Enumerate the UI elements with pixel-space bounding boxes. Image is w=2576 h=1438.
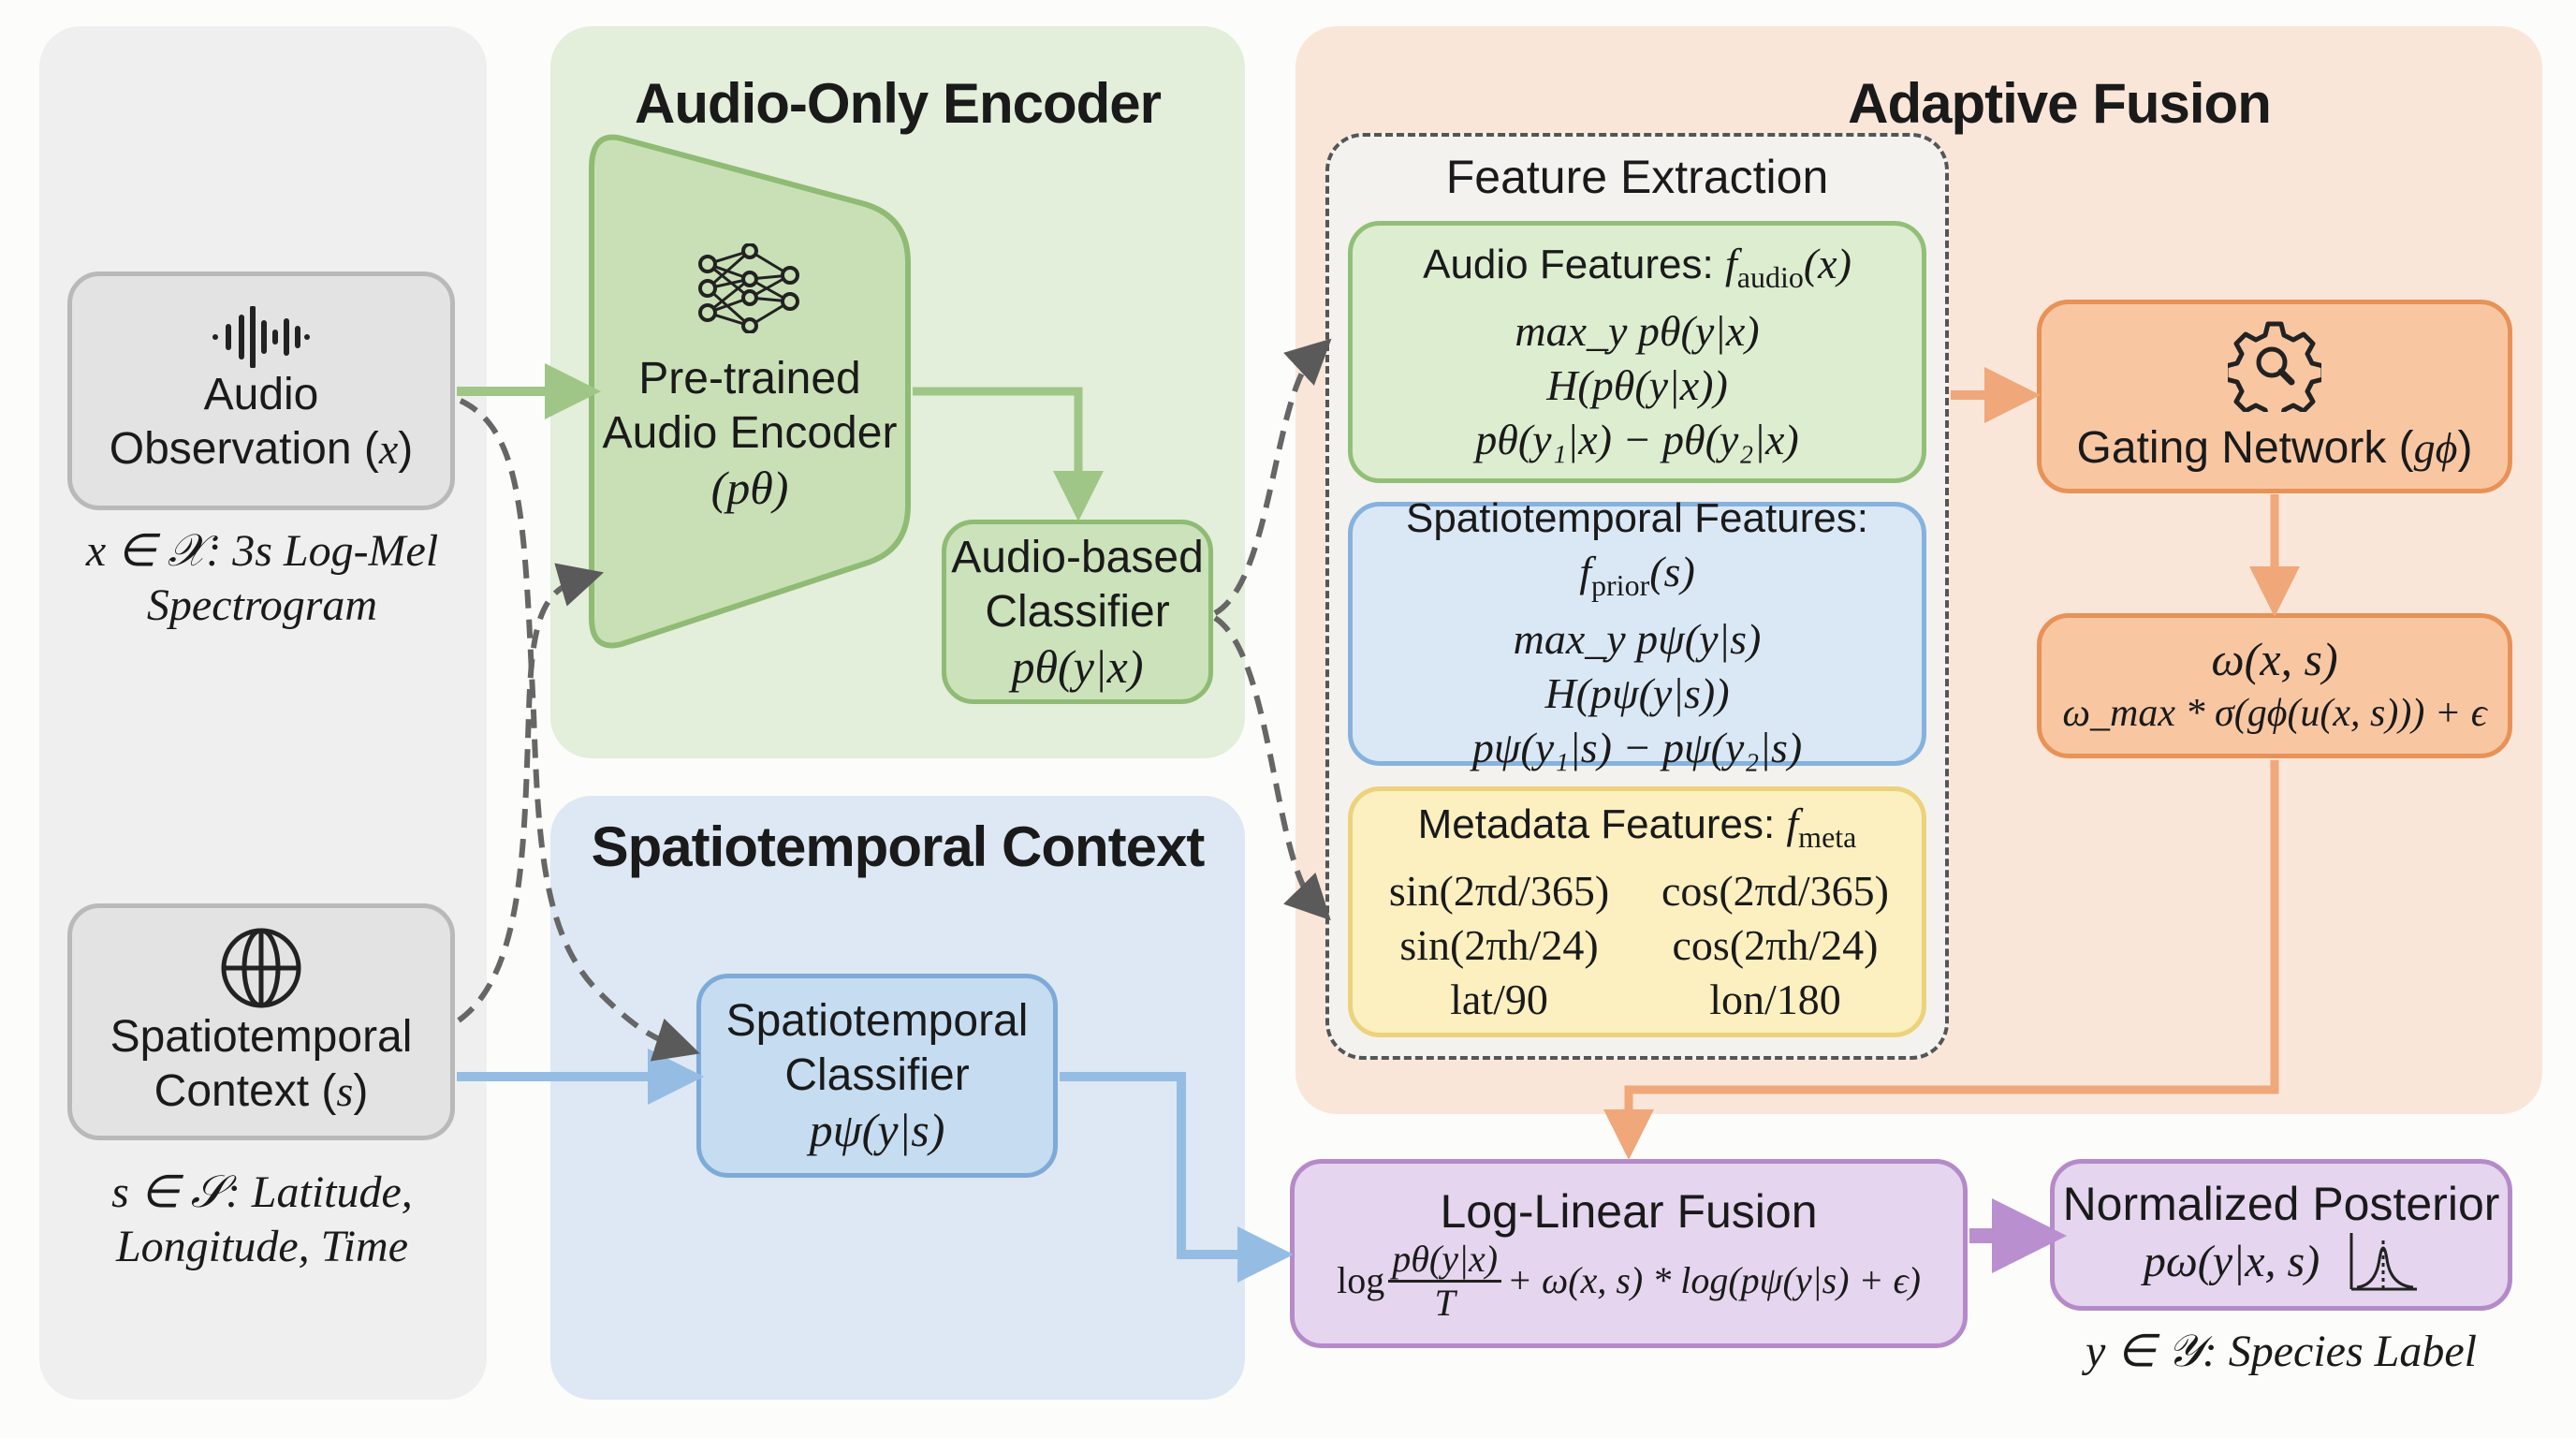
spatiotemporal-context-node[interactable]: Spatiotemporal Context (s) <box>67 903 455 1140</box>
meta-features-title: Metadata Features: fmeta <box>1417 800 1857 854</box>
spatiotemporal-context-label-1: Spatiotemporal <box>110 1011 413 1062</box>
spatio-classifier-label-1: Spatiotemporal <box>725 996 1029 1046</box>
normalized-posterior-row: pω(y|x, s) <box>2144 1231 2419 1293</box>
globe-icon <box>221 928 301 1007</box>
spatiotemporal-panel-title: Spatiotemporal Context <box>591 815 1206 878</box>
encoder-label-1: Pre-trained <box>638 354 861 404</box>
audio-feature-entropy: H(pθ(y|x)) <box>1546 360 1728 409</box>
species-label-caption: y ∈ 𝒴: Species Label <box>2086 1327 2477 1376</box>
pretrained-audio-encoder-node: Pre-trained Audio Encoder (pθ) <box>590 243 910 515</box>
distribution-curve-icon <box>2349 1233 2418 1291</box>
meta-lon: lon/180 <box>1709 975 1841 1023</box>
audio-feature-margin: pθ(y₁|x) − pθ(y₂|x) <box>1475 415 1799 463</box>
meta-features-grid: sin(2πd/365) cos(2πd/365) sin(2πh/24) co… <box>1375 864 1899 1027</box>
spatio-classifier-label-2: Classifier <box>784 1050 970 1100</box>
context-input-caption: s ∈ 𝒮: Latitude,Longitude, Time <box>111 1167 413 1271</box>
input-panel <box>39 26 487 1400</box>
log-linear-fusion-title: Log-Linear Fusion <box>1440 1184 1818 1238</box>
spatio-feature-entropy: H(pψ(y|s)) <box>1544 668 1730 717</box>
fusion-weight-node[interactable]: ω(x, s) ω_max * σ(gϕ(u(x, s))) + ϵ <box>2037 613 2512 758</box>
feature-extraction-title: Feature Extraction <box>1445 151 1829 203</box>
meta-sin-day: sin(2πd/365) <box>1388 866 1610 915</box>
encoder-label-2: Audio Encoder <box>602 408 898 458</box>
audio-classifier-math: pθ(y|x) <box>1011 639 1144 693</box>
spatiotemporal-context-label-2: Context (s) <box>154 1065 369 1116</box>
gating-network-node[interactable]: Gating Network (gϕ) <box>2037 300 2512 493</box>
normalized-posterior-node[interactable]: Normalized Posterior pω(y|x, s) <box>2050 1159 2512 1311</box>
meta-cos-hour: cos(2πh/24) <box>1672 920 1879 969</box>
log-linear-fusion-formula: log pθ(y|x) T + ω(x, s) * log(pψ(y|s) + … <box>1337 1237 1921 1324</box>
audio-classifier-node[interactable]: Audio-based Classifier pθ(y|x) <box>942 520 1213 704</box>
audio-features-title: Audio Features: faudio(x) <box>1423 240 1852 294</box>
meta-cos-day: cos(2πd/365) <box>1661 866 1889 915</box>
spatio-classifier-math: pψ(y|s) <box>809 1104 945 1156</box>
normalized-posterior-title: Normalized Posterior <box>2062 1178 2500 1230</box>
audio-classifier-label-2: Classifier <box>985 586 1170 637</box>
audio-feature-max: max_y pθ(y|x) <box>1515 306 1760 355</box>
normalized-posterior-math: pω(y|x, s) <box>2143 1237 2320 1286</box>
metadata-features-box[interactable]: Metadata Features: fmeta sin(2πd/365) co… <box>1348 786 1926 1037</box>
gating-network-label: Gating Network (gϕ) <box>2076 422 2473 473</box>
log-linear-fusion-node[interactable]: Log-Linear Fusion log pθ(y|x) T + ω(x, s… <box>1290 1159 1968 1348</box>
audio-observation-label-1: Audio <box>203 369 319 419</box>
omega-formula: ω_max * σ(gϕ(u(x, s))) + ϵ <box>2062 691 2487 735</box>
audio-encoder-panel-title: Audio-Only Encoder <box>634 72 1162 135</box>
audio-classifier-label-1: Audio-based <box>951 532 1204 582</box>
audio-observation-node[interactable]: Audio Observation (x) <box>67 271 455 510</box>
sound-wave-icon <box>212 305 310 368</box>
omega-label: ω(x, s) <box>2211 632 2338 685</box>
meta-sin-hour: sin(2πh/24) <box>1399 920 1599 969</box>
meta-lat: lat/90 <box>1450 975 1548 1023</box>
spatiotemporal-classifier-node[interactable]: Spatiotemporal Classifier pψ(y|s) <box>696 974 1058 1178</box>
audio-features-box[interactable]: Audio Features: faudio(x) max_y pθ(y|x) … <box>1348 221 1926 483</box>
audio-observation-label-2: Observation (x) <box>109 423 414 474</box>
spatio-feature-max: max_y pψ(y|s) <box>1513 614 1762 663</box>
spatio-features-title: Spatiotemporal Features: fprior(s) <box>1405 495 1869 602</box>
encoder-math: (pθ) <box>710 462 789 514</box>
spatiotemporal-features-box[interactable]: Spatiotemporal Features: fprior(s) max_y… <box>1348 495 1926 771</box>
neural-network-icon <box>698 243 799 333</box>
gear-search-icon <box>2228 321 2321 412</box>
spatio-feature-margin: pψ(y₁|s) − pψ(y₂|s) <box>1471 723 1803 771</box>
